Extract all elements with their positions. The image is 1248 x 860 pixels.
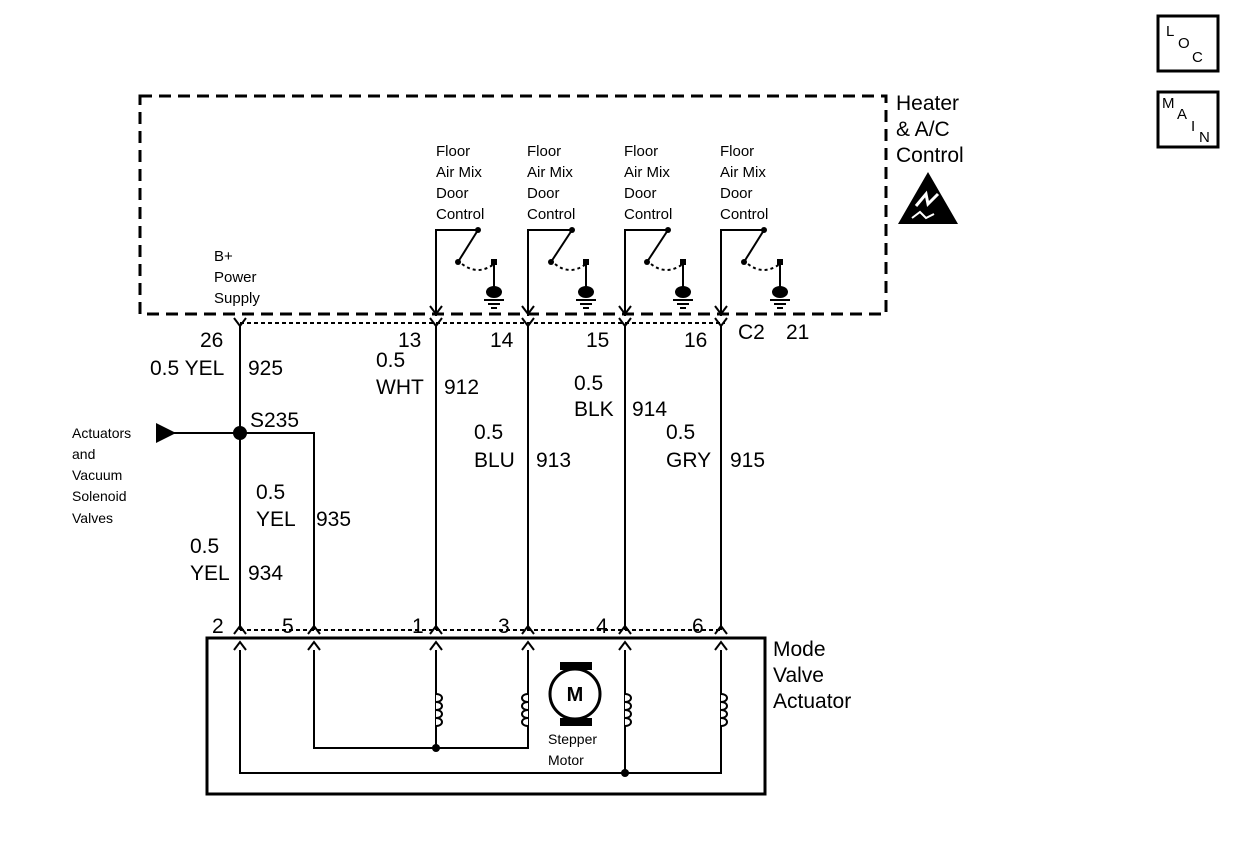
main-button[interactable]: M A I N: [1156, 90, 1220, 149]
power-supply-label-2: Power: [214, 269, 257, 286]
mode-valve-title-2: Valve: [773, 664, 824, 687]
actuator-pin-5: 5: [282, 615, 294, 638]
heater-control-box: [138, 94, 888, 316]
actuator-pin-6: 6: [692, 615, 704, 638]
pin-16-label: 16: [684, 329, 707, 352]
wire-934-size: 0.5: [190, 535, 219, 558]
door-control-1-label-2: Air Mix: [436, 164, 482, 181]
pin-26-label: 26: [200, 329, 223, 352]
door-control-1-label-1: Floor: [436, 143, 470, 160]
wire-912-color: WHT: [376, 376, 424, 399]
loc-letter-o: O: [1178, 35, 1190, 52]
wire-915-size: 0.5: [666, 421, 695, 444]
main-letter-i: I: [1191, 118, 1195, 135]
stepper-motor-icon: [548, 662, 602, 726]
splice-s235-label: S235: [250, 409, 299, 432]
mode-valve-actuator-box: [205, 636, 767, 796]
door-control-3-label-4: Control: [624, 206, 672, 223]
wire-914-size: 0.5: [574, 372, 603, 395]
wire-914-circuit: 914: [632, 398, 667, 421]
mode-valve-title-3: Actuator: [773, 690, 851, 713]
connector-c2-name: C2: [738, 321, 765, 344]
actuators-ref-3: Vacuum: [72, 467, 122, 483]
power-supply-label-1: B+: [214, 248, 233, 265]
stepper-motor-label-2: Motor: [548, 752, 584, 768]
wire-935-circuit: 935: [316, 508, 351, 531]
pin-14-label: 14: [490, 329, 514, 352]
door-control-4-label-3: Door: [720, 185, 753, 202]
door-control-4-label-4: Control: [720, 206, 768, 223]
wire-915-circuit: 915: [730, 449, 765, 472]
wire-912-circuit: 912: [444, 376, 479, 399]
wire-925-size-color: 0.5 YEL: [150, 357, 224, 380]
wire-915-color: GRY: [666, 449, 711, 472]
pin-13-label: 13: [398, 329, 421, 352]
main-letter-a: A: [1177, 106, 1187, 123]
actuator-pin-4: 4: [596, 615, 608, 638]
wire-912-size: 0.5: [376, 349, 405, 372]
loc-button[interactable]: L O C: [1156, 14, 1220, 73]
door-control-2-label-4: Control: [527, 206, 575, 223]
wire-935-color: YEL: [256, 508, 296, 531]
mode-valve-title-1: Mode: [773, 638, 826, 661]
wire-lines: [156, 326, 722, 630]
actuator-internal-wiring: [239, 650, 722, 774]
coil-icons: [435, 693, 728, 727]
splice-s235-dot: [233, 426, 247, 440]
door-control-1: Floor Air Mix Door Control: [435, 143, 504, 316]
actuators-ref-1: Actuators: [72, 425, 131, 441]
wire-913-circuit: 913: [536, 449, 571, 472]
pin-15-label: 15: [586, 329, 609, 352]
actuator-pin-2: 2: [212, 615, 224, 638]
door-control-1-label-3: Door: [436, 185, 469, 202]
main-letter-n: N: [1199, 129, 1210, 146]
door-control-3-label-3: Door: [624, 185, 657, 202]
wire-935-size: 0.5: [256, 481, 285, 504]
door-control-4: Floor Air Mix Door Control: [720, 143, 790, 316]
actuator-pin-3: 3: [498, 615, 510, 638]
door-control-2-label-2: Air Mix: [527, 164, 573, 181]
door-control-3: Floor Air Mix Door Control: [624, 143, 693, 316]
heater-control-title-2: & A/C: [896, 118, 950, 141]
actuators-ref-5: Valves: [72, 510, 113, 526]
heater-control-title-3: Control: [896, 144, 964, 167]
esd-warning-icon: [898, 172, 958, 224]
main-letter-m: M: [1162, 95, 1175, 112]
door-control-3-label-2: Air Mix: [624, 164, 670, 181]
junction-dot-1: [432, 744, 440, 752]
junction-dot-2: [621, 769, 629, 777]
door-control-2: Floor Air Mix Door Control: [527, 143, 596, 316]
wire-914-color: BLK: [574, 398, 614, 421]
door-control-1-label-4: Control: [436, 206, 484, 223]
door-control-4-label-2: Air Mix: [720, 164, 766, 181]
wire-913-color: BLU: [474, 449, 515, 472]
motor-symbol: M: [567, 684, 584, 706]
heater-control-title-1: Heater: [896, 92, 959, 115]
door-control-4-label-1: Floor: [720, 143, 754, 160]
loc-letter-c: C: [1192, 49, 1203, 66]
door-control-2-label-3: Door: [527, 185, 560, 202]
actuators-ref-2: and: [72, 446, 95, 462]
wire-913-size: 0.5: [474, 421, 503, 444]
power-supply-label-3: Supply: [214, 290, 260, 307]
door-control-2-label-1: Floor: [527, 143, 561, 160]
wire-934-color: YEL: [190, 562, 230, 585]
actuators-ref-4: Solenoid: [72, 488, 127, 504]
door-control-3-label-1: Floor: [624, 143, 658, 160]
actuator-pin-1: 1: [412, 615, 424, 638]
wire-934-circuit: 934: [248, 562, 283, 585]
wire-925-circuit: 925: [248, 357, 283, 380]
bottom-connector-terminals: [233, 624, 728, 651]
loc-letter-l: L: [1166, 23, 1174, 40]
stepper-motor-label-1: Stepper: [548, 731, 597, 747]
connector-c2-pin-count: 21: [786, 321, 809, 344]
